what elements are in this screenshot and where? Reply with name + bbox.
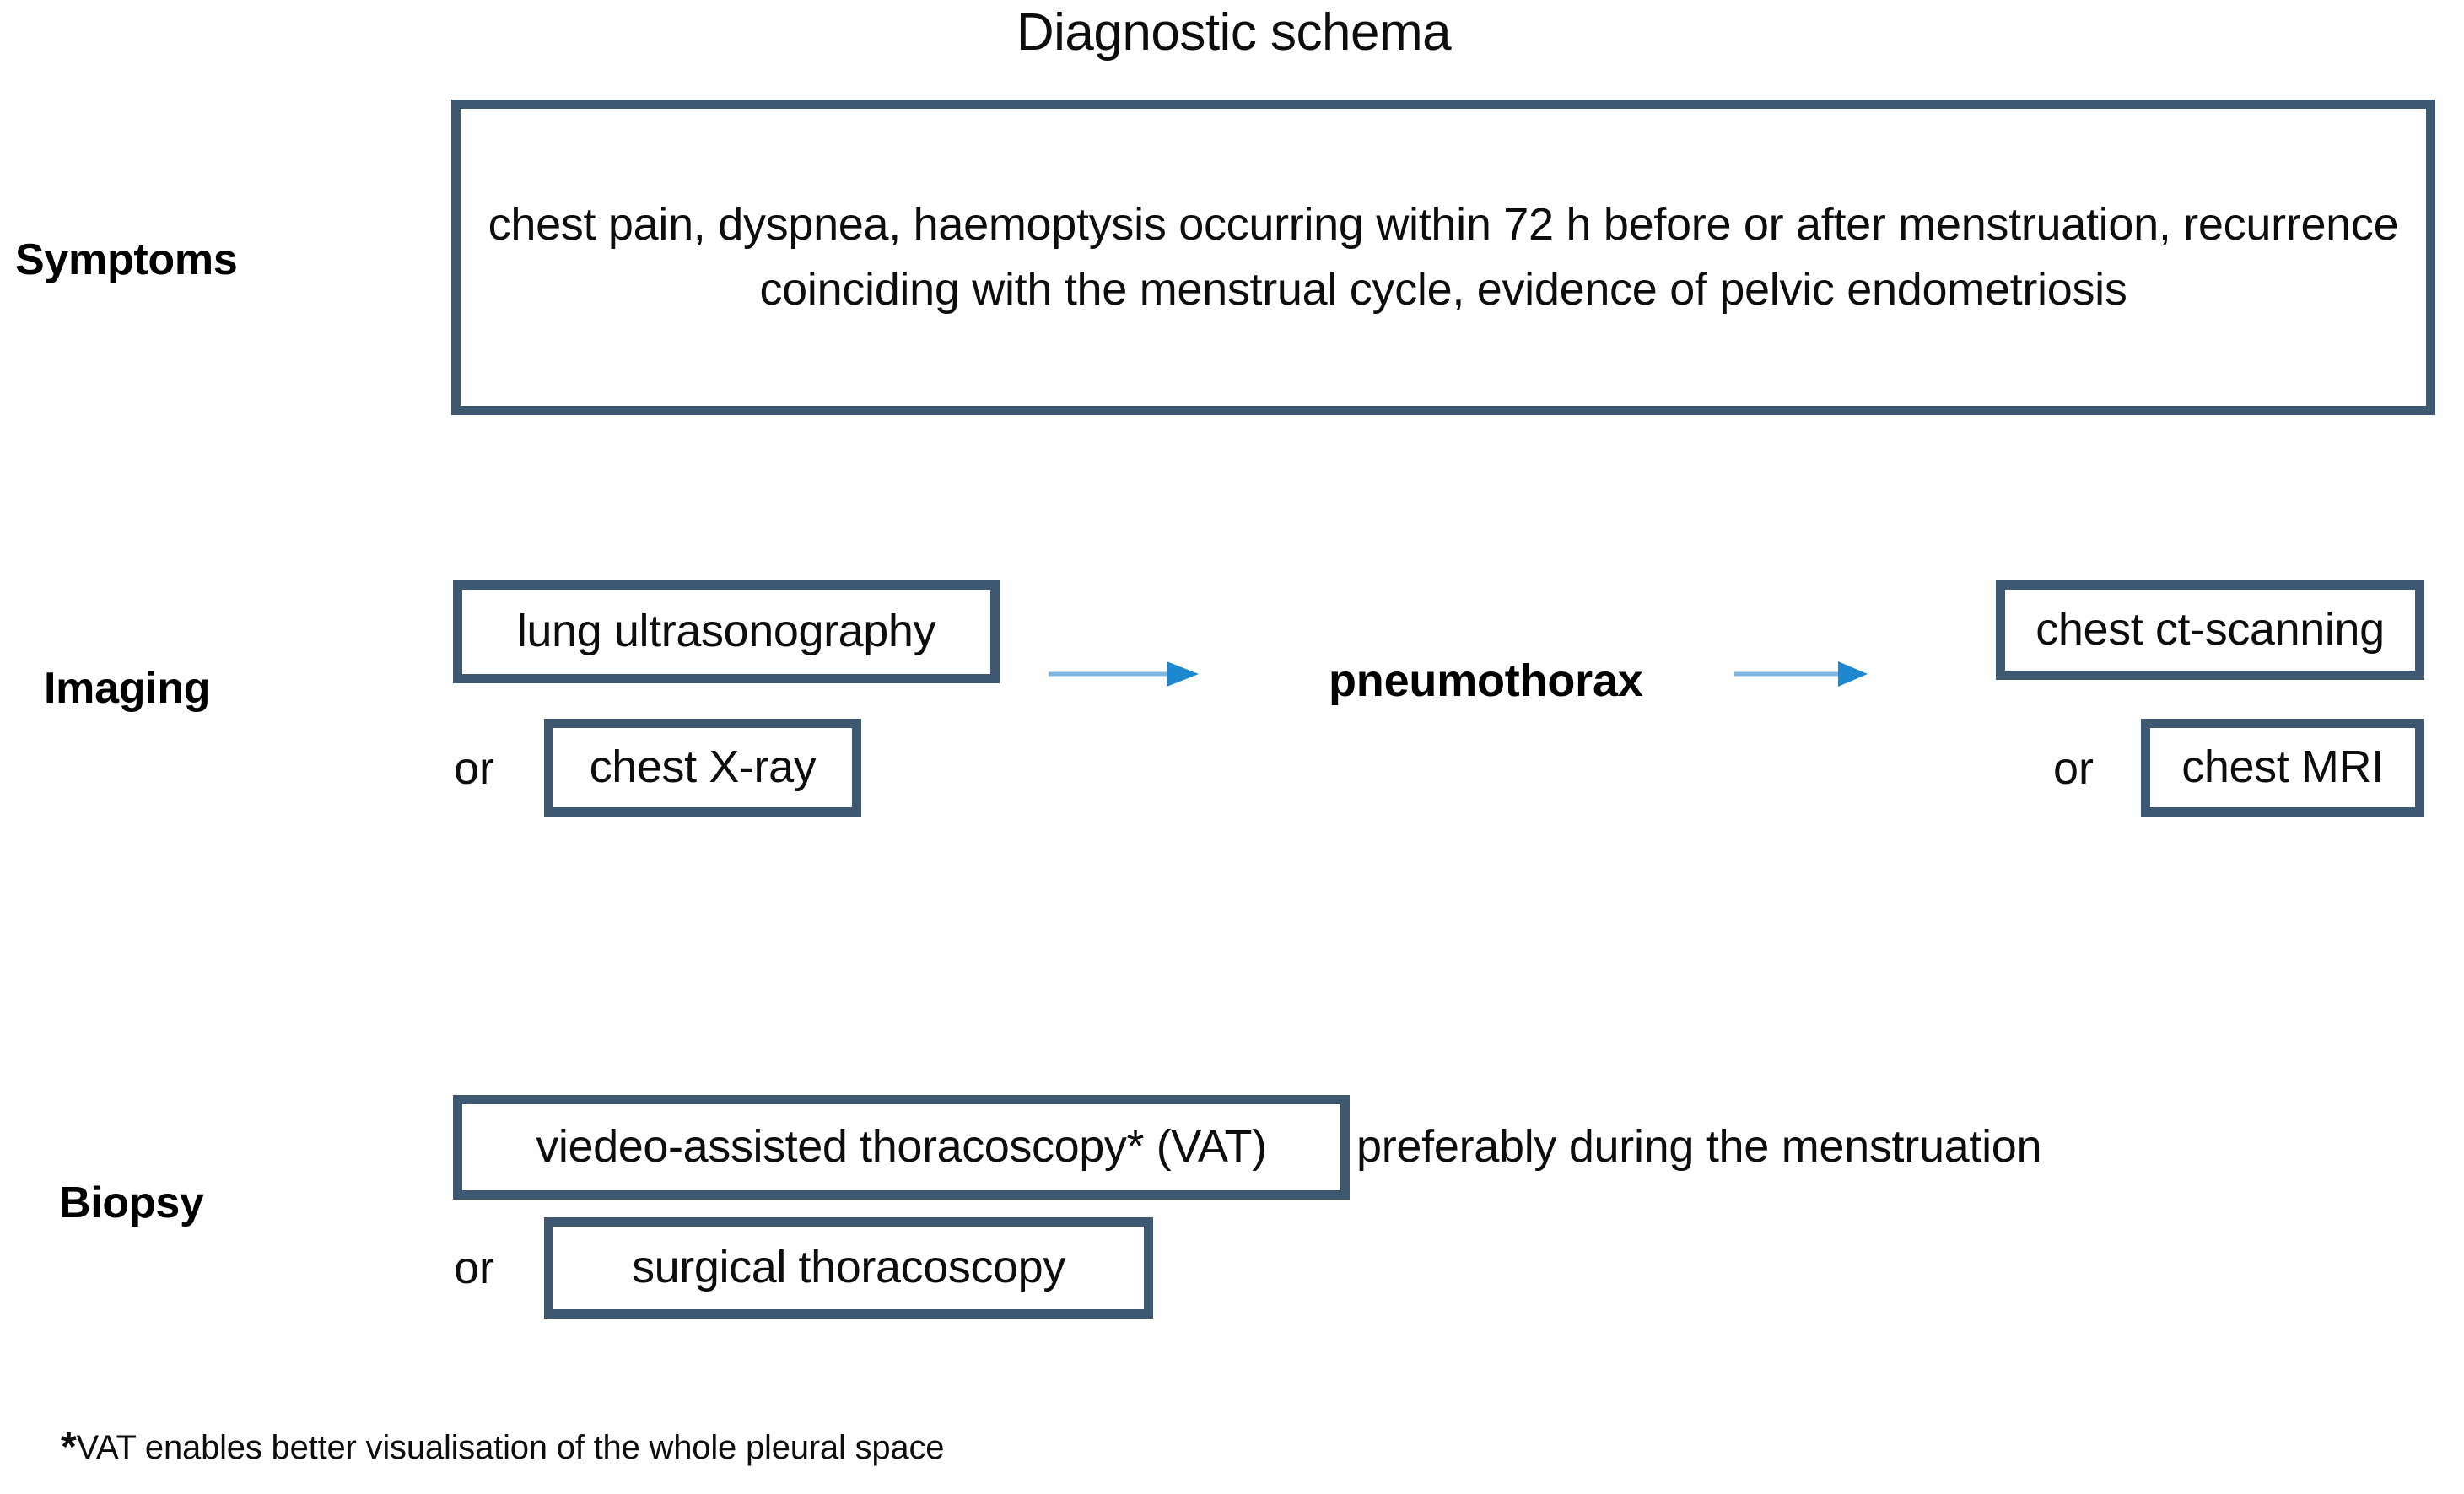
chest-mri-box: chest MRI <box>2141 719 2424 817</box>
symptoms-text: chest pain, dyspnea, haemoptysis occurri… <box>488 199 2399 315</box>
chest-xray-box: chest X-ray <box>544 719 861 817</box>
biopsy-or-label: or <box>454 1243 495 1293</box>
footnote: *VAT enables better visualisation of the… <box>61 1424 945 1470</box>
symptoms-box: chest pain, dyspnea, haemoptysis occurri… <box>451 100 2435 415</box>
surgical-thoracoscopy-box: surgical thoracoscopy <box>544 1217 1153 1319</box>
chest-ct-scanning-box-inner: chest ct-scanning <box>2005 590 2415 671</box>
arrow-right-icon-right-svg <box>1734 661 1868 687</box>
vat-timing-note: preferably during the menstruation <box>1356 1121 2042 1172</box>
figure-title-text: Diagnostic schema <box>1016 3 1452 62</box>
chest-ct-scanning-label: chest ct-scanning <box>2035 604 2385 655</box>
chest-xray-label: chest X-ray <box>589 742 817 793</box>
arrow-right-icon-right <box>1734 657 1869 691</box>
row-label-biopsy: Biopsy <box>59 1178 204 1227</box>
chest-xray-box-inner: chest X-ray <box>553 728 852 807</box>
diagnosis-pneumothorax-label: pneumothorax <box>1329 655 1643 706</box>
chest-mri-label: chest MRI <box>2181 742 2384 793</box>
surgical-thoracoscopy-label: surgical thoracoscopy <box>632 1242 1065 1293</box>
surgical-thoracoscopy-box-inner: surgical thoracoscopy <box>553 1227 1144 1309</box>
imaging-right-or-label: or <box>2053 743 2095 794</box>
footnote-text: VAT enables better visualisation of the … <box>76 1429 945 1466</box>
lung-ultrasonography-label: lung ultrasonography <box>516 606 936 657</box>
row-label-imaging: Imaging <box>44 664 211 713</box>
chest-ct-scanning-box: chest ct-scanning <box>1996 580 2424 680</box>
figure-title: Diagnostic schema <box>0 5 2464 60</box>
symptoms-box-inner: chest pain, dyspnea, haemoptysis occurri… <box>461 109 2426 406</box>
row-label-symptoms: Symptoms <box>15 235 238 284</box>
chest-mri-box-inner: chest MRI <box>2150 728 2415 807</box>
vat-thoracoscopy-box-inner: viedeo-assisted thoracoscopy* (VAT) <box>462 1104 1340 1190</box>
lung-ultrasonography-box-inner: lung ultrasonography <box>462 590 990 674</box>
vat-thoracoscopy-box: viedeo-assisted thoracoscopy* (VAT) <box>453 1095 1350 1200</box>
vat-thoracoscopy-label: viedeo-assisted thoracoscopy* (VAT) <box>536 1121 1267 1173</box>
arrow-right-icon-left <box>1049 657 1200 691</box>
imaging-left-or-label: or <box>454 743 495 794</box>
footnote-marker: * <box>61 1425 77 1470</box>
arrow-right-icon-left-svg <box>1049 661 1199 687</box>
lung-ultrasonography-box: lung ultrasonography <box>453 580 1000 683</box>
